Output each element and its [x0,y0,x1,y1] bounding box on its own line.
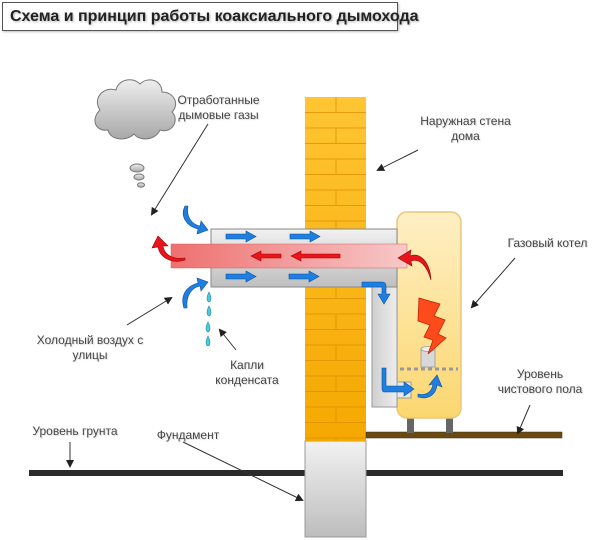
boiler-leg [446,418,453,433]
label-line: дома [451,129,480,143]
label-line: Уровень грунта [32,424,118,438]
drop-icon [205,335,211,347]
flame-icon [417,297,447,355]
leader-cold-air [126,296,173,326]
label-line: дымовые газы [178,108,259,122]
arrow-left-icon [250,250,282,262]
smoke-cloud-icon [94,79,177,188]
drop-icon [206,305,212,317]
leader-exhaust-gases [150,123,209,216]
leader-outer-wall [376,149,419,171]
diagram-title: Схема и принцип работы коаксиального дым… [10,8,419,25]
drop-icon [205,321,211,333]
inner-flue-pipe [170,243,408,269]
label-line: Уровень [516,367,564,381]
curved-exhaust-arrow-out [151,235,186,262]
duct-to-boiler-arrow [381,367,415,397]
title-box: Схема и принцип работы коаксиального дым… [2,2,419,31]
label-ground-level: Уровень грунта [20,424,130,439]
label-line: чистового пола [497,382,583,396]
arrow-right-icon [225,230,257,243]
label-line: конденсата [215,373,279,387]
drop-icon [206,291,212,303]
arrow-right-icon [289,230,321,243]
leader-floor-level [516,404,531,435]
label-gas-boiler: Газовый котел [500,236,595,251]
leader-condensate [218,328,237,351]
label-line: Фундамент [156,428,220,442]
boiler-air-arrow [417,374,443,399]
label-floor-level: Уровень чистового пола [490,367,590,397]
curved-exhaust-arrow-in [397,249,432,281]
curved-air-arrow-bottom [182,277,209,309]
label-cold-air: Холодный воздух с улицы [30,333,150,363]
label-exhaust-gases: Отработанные дымовые газы [176,93,261,123]
arrow-right-icon [288,270,320,283]
curved-air-arrow-top [182,205,209,235]
arrow-left-icon [290,250,341,262]
label-line: Холодный воздух с [36,333,144,347]
label-foundation: Фундамент [148,428,228,443]
label-line: Отработанные [177,93,260,107]
label-line: Наружная стена [420,114,511,128]
leader-foundation [182,441,304,501]
label-line: улицы [72,348,108,362]
arrow-right-icon [225,270,257,283]
label-condensate: Капли конденсата [212,358,282,388]
leader-gas-boiler [470,257,516,309]
label-line: Газовый котел [507,236,588,250]
foundation-block [304,440,367,538]
condensate-drops [205,291,212,347]
boiler-leg [407,418,414,433]
cold-air-flow-arrows [225,230,321,283]
label-outer-wall: Наружная стена дома [408,114,523,144]
exhaust-flow-arrows [250,250,341,262]
label-line: Капли [230,358,264,372]
duct-down-arrow [361,281,391,305]
ground-level-line [29,470,563,476]
finished-floor-line [365,431,563,439]
